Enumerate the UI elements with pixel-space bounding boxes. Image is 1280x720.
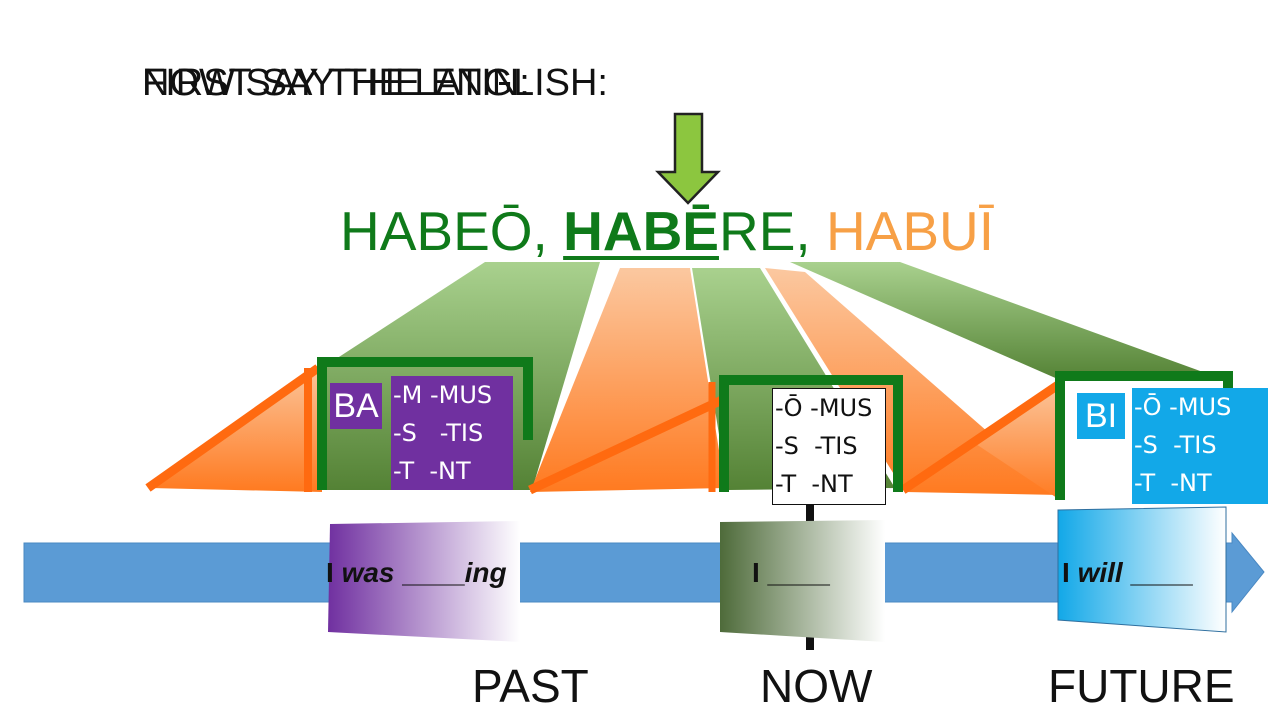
past-english-ing: ing <box>464 557 507 588</box>
present-endings: -Ō -MUS -S -TIS -T -NT <box>772 388 886 505</box>
principal-part-1: HABEŌ, <box>340 200 548 262</box>
future-english-box <box>1057 506 1227 633</box>
timeline-label-past: PAST <box>472 660 589 712</box>
orange-edge <box>900 381 1061 494</box>
future-english-blank: ____ <box>1122 557 1193 588</box>
now-english-box <box>720 520 885 642</box>
past-english-box <box>328 521 520 642</box>
orange-edge <box>145 364 321 492</box>
present-bracket <box>719 375 903 492</box>
future-english-will: will <box>1077 557 1123 588</box>
principal-part-2-stem: HABĒ <box>563 200 719 262</box>
principal-parts: HABEŌ, HABĒRE, HABUĪ <box>340 204 994 259</box>
heading-latin: NOW SAY THE LATIN: <box>142 62 530 104</box>
past-english-was: was <box>341 557 395 588</box>
timeline-label-now: NOW <box>760 660 873 712</box>
heading-english: FIRST SAY THE ENGLISH: <box>142 62 608 104</box>
orange-wedge-future <box>970 380 1060 500</box>
timeline-label-future: FUTURE <box>1048 660 1235 712</box>
down-arrow <box>655 112 721 205</box>
orange-wedge-present <box>530 268 725 492</box>
future-marker: BI <box>1077 393 1125 439</box>
past-english-blank: ____ <box>394 557 465 588</box>
past-english-i: I <box>326 557 342 588</box>
now-english-text: I ____ <box>752 557 830 588</box>
future-english-i: I <box>1062 557 1078 588</box>
imperfect-marker: BA <box>330 383 382 429</box>
future-bracket <box>1055 371 1233 500</box>
orange-edge <box>528 395 724 495</box>
principal-part-2-rest: RE, <box>718 200 811 262</box>
imperfect-bracket <box>317 357 533 490</box>
future-english-text: I will ____ <box>1062 559 1193 587</box>
principal-part-3-stem: HABU <box>825 200 979 262</box>
future-endings: -Ō -MUS -S -TIS -T -NT <box>1132 388 1268 504</box>
green-wedge-future <box>790 262 1225 380</box>
imperfect-endings: -M -MUS -S -TIS -T -NT <box>391 376 513 490</box>
principal-part-3-rest: Ī <box>978 200 995 262</box>
past-english-text: I was ____ing <box>326 559 507 587</box>
